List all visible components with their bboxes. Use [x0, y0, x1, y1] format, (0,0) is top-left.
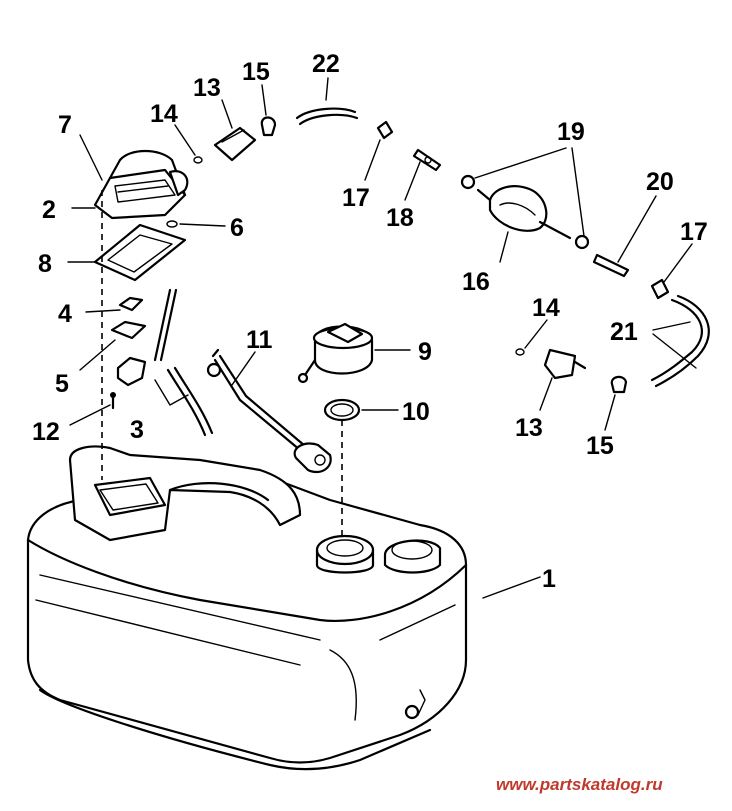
retainer-4: [118, 296, 144, 312]
label-part-13-upper: 13: [193, 74, 221, 102]
clamp-17-left: [376, 120, 394, 140]
label-part-7: 7: [58, 111, 72, 139]
gauge-housing: [93, 149, 189, 220]
label-part-1: 1: [542, 565, 556, 593]
label-part-21: 21: [610, 318, 638, 346]
label-part-15-upper: 15: [242, 58, 270, 86]
label-part-11: 11: [246, 326, 273, 354]
cap-gasket-inner: [330, 403, 354, 417]
connector-13-lower: [543, 348, 587, 380]
clamp-19-right: [574, 234, 590, 250]
pickup-tubes: [153, 288, 214, 437]
label-part-17-right: 17: [680, 218, 708, 246]
label-part-19: 19: [557, 118, 585, 146]
label-part-8: 8: [38, 250, 52, 278]
hose-22: [295, 107, 359, 126]
label-part-15-lower: 15: [586, 432, 614, 460]
label-part-3: 3: [130, 416, 144, 444]
hose-21: [650, 294, 710, 388]
primer-bulb: [476, 185, 572, 240]
cap-gasket: [323, 398, 361, 422]
part-labels: 1 2 3 4 5 6 7 8 9 10 11 12 13 13 14 14 1…: [32, 50, 708, 593]
gasket: [93, 223, 187, 282]
filler-cap: [297, 322, 374, 384]
label-part-17-left: 17: [342, 184, 370, 212]
float-arm: [206, 348, 332, 474]
label-part-14-upper: 14: [150, 100, 178, 128]
float-5: [110, 320, 147, 340]
label-part-2: 2: [42, 196, 56, 224]
label-part-10: 10: [402, 398, 430, 426]
label-part-9: 9: [418, 338, 432, 366]
clamp-17-right: [650, 278, 670, 300]
o-ring-14-upper: [193, 156, 203, 164]
fuel-tank: [26, 445, 468, 771]
label-part-5: 5: [55, 370, 69, 398]
clamp-15-lower: [610, 375, 628, 394]
label-part-12: 12: [32, 418, 60, 446]
watermark: www.partskatalog.ru: [496, 775, 663, 794]
label-part-18: 18: [386, 204, 414, 232]
clamp-15-upper: [260, 116, 277, 137]
label-part-13-lower: 13: [515, 414, 543, 442]
label-part-20: 20: [646, 168, 674, 196]
screw-12: [110, 392, 116, 410]
label-part-22: 22: [312, 50, 340, 78]
label-part-6: 6: [230, 214, 244, 242]
label-part-14-lower: 14: [532, 294, 560, 322]
o-ring-6: [166, 220, 178, 228]
leader-lines: [67, 77, 697, 599]
connector-13-upper: [213, 126, 257, 162]
fitting-18: [412, 148, 442, 172]
o-ring-14-lower: [515, 348, 525, 356]
clamp-19-left: [460, 174, 476, 190]
label-part-4: 4: [58, 300, 72, 328]
clip-block: [116, 356, 147, 387]
label-part-16: 16: [462, 268, 490, 296]
fitting-20: [592, 253, 630, 278]
